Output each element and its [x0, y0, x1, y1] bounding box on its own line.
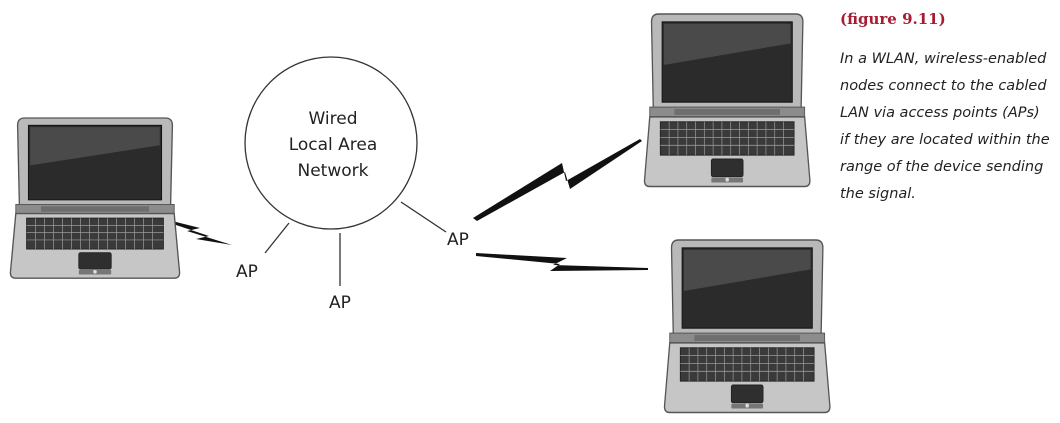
- figure-caption-body: In a WLAN, wireless-enabled nodes connec…: [840, 51, 1050, 202]
- network-label-line2: Local Area: [289, 135, 378, 155]
- network-label-line1: Wired: [308, 109, 357, 129]
- network-label-line3: Network: [298, 161, 369, 181]
- link-right-ap: [400, 201, 447, 233]
- ap-label-right: AP: [447, 230, 469, 250]
- wireless-signal-icon-upper-right: [473, 139, 642, 221]
- wired-lan-circle: [244, 56, 418, 230]
- wireless-signal-icon-left: [164, 219, 232, 245]
- ap-label-left: AP: [236, 262, 258, 282]
- ap-label-bottom: AP: [329, 293, 351, 313]
- link-left-ap: [264, 222, 290, 254]
- laptop-lower-right: [663, 239, 831, 414]
- laptop-upper-right: [643, 13, 811, 188]
- wireless-signal-icon-lower-right: [476, 253, 648, 271]
- laptop-left: [9, 117, 181, 279]
- figure-caption-title: (figure 9.11): [840, 10, 946, 28]
